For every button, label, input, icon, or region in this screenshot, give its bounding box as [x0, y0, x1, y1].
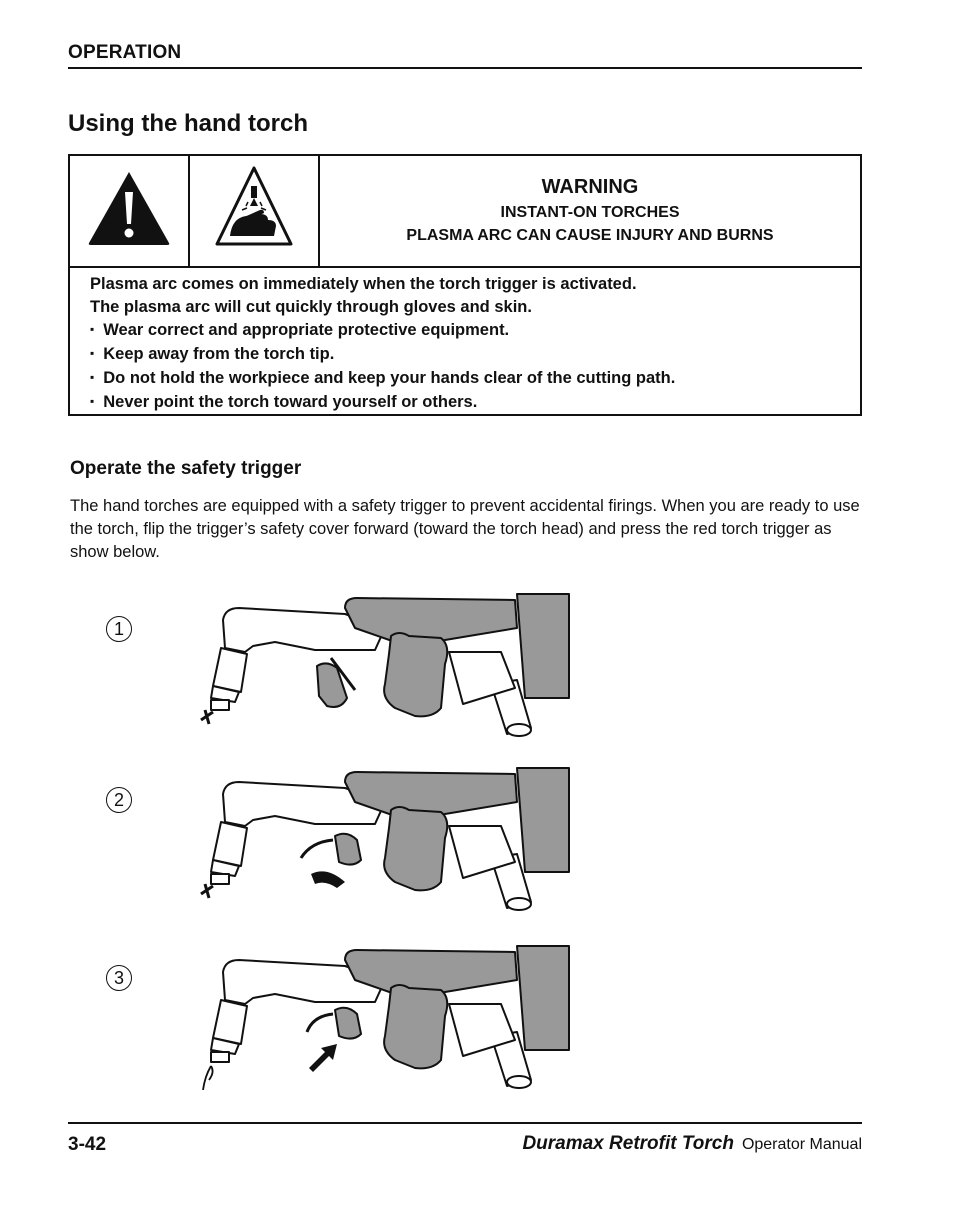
warning-triangle-cell [70, 156, 190, 266]
warning-body: Plasma arc comes on immediately when the… [90, 273, 850, 415]
warning-title-cell: WARNING INSTANT-ON TORCHES PLASMA ARC CA… [320, 156, 860, 266]
page-number: 3-42 [68, 1134, 107, 1155]
torch-illustration-step-3 [202, 945, 570, 1090]
subheading: Operate the safety trigger [70, 458, 302, 479]
footer-rule [68, 1122, 862, 1124]
body-paragraph: The hand torches are equipped with a saf… [70, 497, 860, 561]
warning-bullet: Keep away from the torch tip. [90, 343, 850, 367]
warning-subtitle-1: INSTANT-ON TORCHES [500, 204, 680, 221]
torch-illustration-step-2 [200, 767, 570, 911]
warning-subtitle-2: PLASMA ARC CAN CAUSE INJURY AND BURNS [406, 227, 774, 244]
footer-title: Duramax Retrofit Torch Operator Manual [522, 1133, 862, 1155]
warning-bullets: Wear correct and appropriate protective … [90, 319, 850, 415]
product-name: Duramax Retrofit Torch [522, 1133, 734, 1154]
step-number-3: 3 [106, 965, 132, 991]
hand-injury-cell [190, 156, 320, 266]
warning-box: WARNING INSTANT-ON TORCHES PLASMA ARC CA… [68, 154, 862, 416]
warning-line: Plasma arc comes on immediately when the… [90, 275, 637, 293]
warning-title: WARNING [541, 176, 639, 198]
warning-bullet: Do not hold the workpiece and keep your … [90, 367, 850, 391]
document-type: Operator Manual [741, 1136, 862, 1153]
warning-triangle-icon [88, 172, 170, 245]
page-title: Using the hand torch [68, 110, 308, 137]
warning-header-row: WARNING INSTANT-ON TORCHES PLASMA ARC CA… [70, 156, 860, 268]
hand-injury-icon [215, 166, 293, 246]
section-header: OPERATION [68, 42, 862, 69]
step-number-1: 1 [106, 616, 132, 642]
step-number-2: 2 [106, 787, 132, 813]
warning-line: The plasma arc will cut quickly through … [90, 298, 532, 316]
torch-illustration-step-1 [200, 593, 570, 737]
warning-bullet: Never point the torch toward yourself or… [90, 391, 850, 415]
warning-bullet: Wear correct and appropriate protective … [90, 319, 850, 343]
